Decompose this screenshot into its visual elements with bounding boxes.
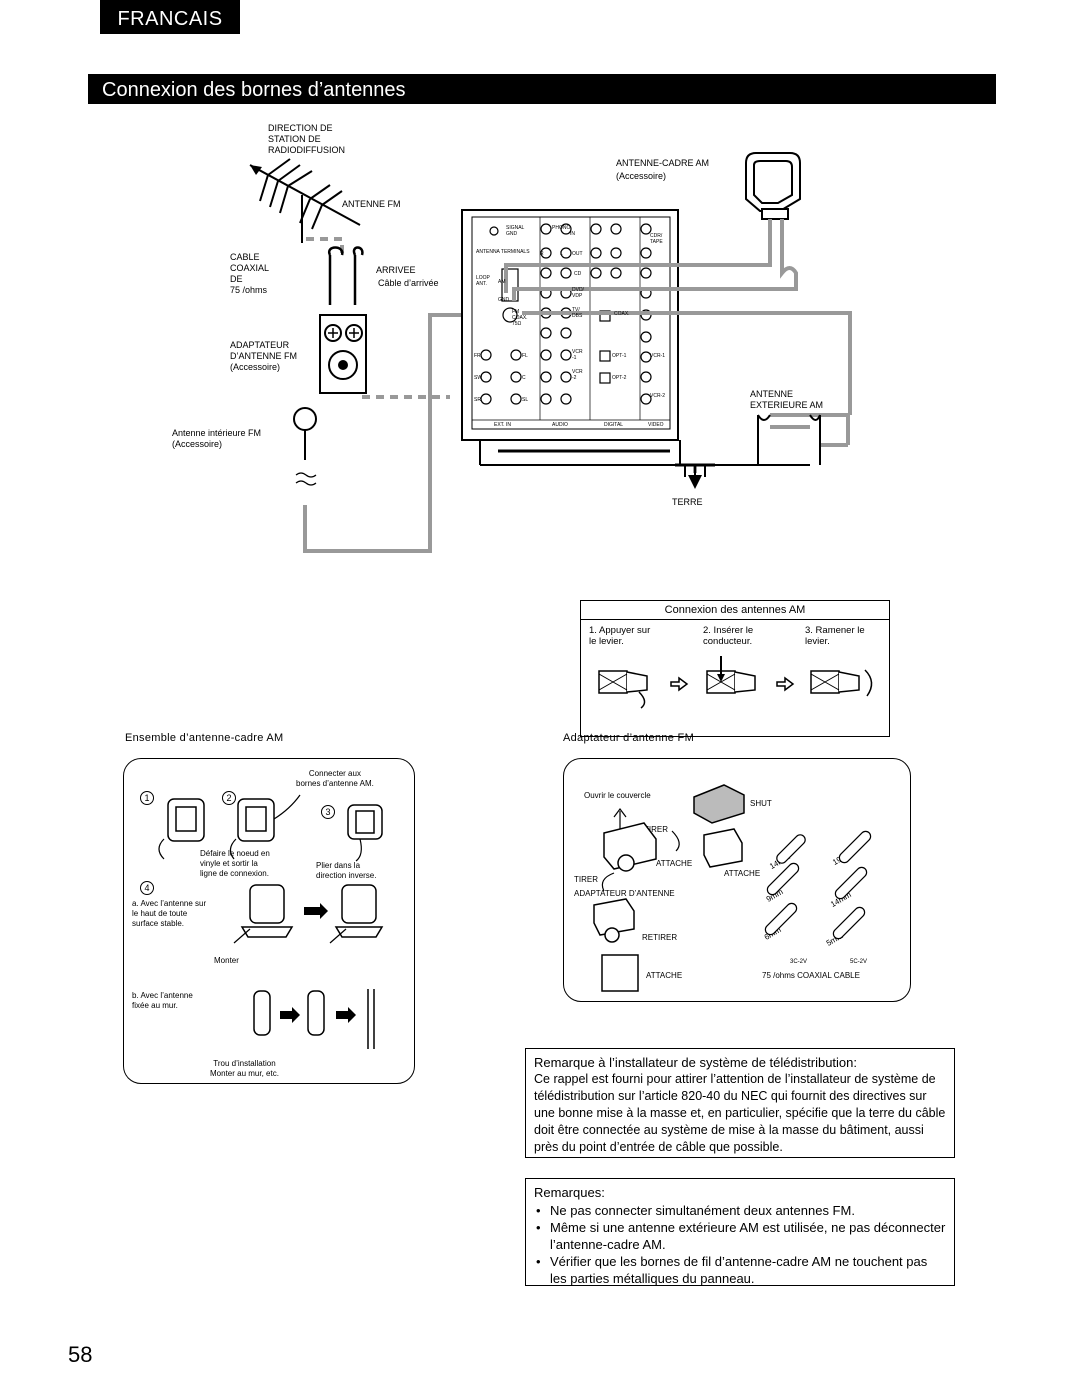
am-loop-assembly-caption: Ensemble d’antenne-cadre AM	[125, 732, 284, 744]
panel-gnd: GND	[498, 297, 510, 303]
panel-opt1: OPT-1	[612, 353, 627, 359]
ground-label: TERRE	[672, 497, 703, 507]
fm-antenna-icon	[249, 158, 361, 243]
attach-text-2: ATTACHE	[724, 869, 761, 878]
option-b-text: b. Avec l’antenne fixée au mur.	[132, 991, 193, 1010]
panel-sr: SR	[474, 397, 481, 403]
panel-audio: AUDIO	[552, 422, 568, 428]
attach-text: ATTACHE	[656, 859, 693, 868]
coaxial-cable-label: CABLE COAXIAL DE 75 /ohms	[230, 252, 270, 295]
mount-text: Monter	[214, 956, 239, 965]
panel-coax: COAX.	[614, 311, 630, 317]
remark-item: Ne pas connecter simultanément deux ante…	[534, 1202, 946, 1219]
am-step-2: 2. Insérer le conducteur.	[703, 625, 754, 647]
panel-tv-dbs: TV/ DBS	[572, 307, 583, 319]
language-tab: FRANCAIS	[100, 0, 240, 34]
installation-hole-text: Trou d’installation Monter au mur, etc.	[210, 1059, 279, 1078]
connect-terminals-text: Connecter aux bornes d’antenne AM.	[296, 769, 374, 788]
catv-note-body: Ce rappel est fourni pour attirer l’atte…	[534, 1072, 946, 1154]
option-a-text: a. Avec l’antenne sur le haut de toute s…	[132, 899, 207, 928]
am-step-1: 1. Appuyer sur le levier.	[589, 625, 651, 647]
panel-fl: FL	[522, 353, 528, 359]
step-number-4: 4	[140, 881, 154, 895]
panel-l: L	[560, 251, 563, 257]
fm-indoor-antenna-label: Antenne intérieure FM (Accessoire)	[172, 428, 262, 449]
am-loop-assembly-box: 1 2 3 4 Connecter aux bornes d’antenne A…	[123, 758, 415, 1084]
panel-r: R	[540, 251, 544, 257]
step-number-3: 3	[321, 805, 335, 819]
am-loop-label: ANTENNE-CADRE AM	[616, 158, 710, 168]
open-cover-text: Ouvrir le couvercle	[584, 791, 651, 800]
am-outdoor-antenna-label: ANTENNE EXTERIEURE AM	[750, 389, 824, 410]
panel-vcr2-video: VCR-2	[650, 393, 666, 399]
fm-adapter-caption: Adaptateur d’antenne FM	[563, 732, 695, 744]
incoming-cable-label: Câble d’arrivée	[378, 278, 439, 288]
panel-sw: SW	[474, 375, 483, 381]
antenna-adapter-text: ADAPTATEUR D’ANTENNE	[574, 889, 675, 898]
panel-am: AM	[498, 279, 506, 285]
panel-in: IN	[570, 231, 575, 237]
remove-text: RETIRER	[642, 933, 678, 942]
remark-item: Même si une antenne extérieure AM est ut…	[534, 1219, 946, 1253]
panel-dvd-vdp: DVD/ VDP	[572, 287, 584, 299]
am-loop-accessory: (Accessoire)	[616, 171, 667, 181]
step-number-2: 2	[222, 791, 236, 805]
panel-vcr1-video: VCR-1	[650, 353, 666, 359]
remarks-title: Remarques:	[534, 1185, 605, 1200]
cable-3c2v: 3C-2V	[790, 959, 808, 965]
panel-out: OUT	[572, 251, 583, 257]
panel-fr: FR	[474, 353, 481, 359]
direction-label: DIRECTION DE STATION DE RADIODIFFUSION	[268, 123, 346, 155]
catv-note-title: Remarque à l’installateur de système de …	[534, 1055, 858, 1070]
panel-video: VIDEO	[648, 422, 664, 428]
panel-ext-in: EXT. IN	[494, 422, 511, 428]
fm-adapter-box: Ouvrir le couvercle SHUT TIRER ATTACHE T…	[563, 758, 911, 1002]
pull-text-2: TIRER	[574, 875, 598, 884]
arrivee-label: ARRIVEE	[376, 265, 416, 275]
remarks-box: Remarques: Ne pas connecter simultanémen…	[525, 1178, 955, 1286]
fold-direction-text: Plier dans la direction inverse.	[316, 861, 377, 880]
panel-phono: PHONO	[552, 225, 571, 231]
attach-text-3: ATTACHE	[646, 971, 683, 980]
main-connection-diagram: DIRECTION DE STATION DE RADIODIFFUSION A…	[150, 115, 910, 555]
panel-opt2: OPT-2	[612, 375, 627, 381]
panel-cdr-tape: CDR/ TAPE	[650, 233, 663, 245]
panel-cd: CD	[574, 271, 582, 277]
coaxial-cable-text: 75 /ohms COAXIAL CABLE	[762, 971, 860, 980]
shut-text: SHUT	[750, 799, 772, 808]
section-title: Connexion des bornes d’antennes	[88, 74, 996, 104]
am-connection-box: Connexion des antennes AM 1. Appuyer sur…	[580, 600, 890, 737]
am-connection-title: Connexion des antennes AM	[581, 601, 889, 620]
pull-text: TIRER	[644, 825, 668, 834]
remarks-list: Ne pas connecter simultanément deux ante…	[534, 1202, 946, 1287]
panel-vcr1: VCR -1	[572, 349, 583, 361]
page-number: 58	[68, 1342, 93, 1367]
am-step-3: 3. Ramener le levier.	[805, 625, 865, 647]
panel-vcr2: VCR -2	[572, 369, 583, 381]
step-number-1: 1	[140, 791, 154, 805]
panel-sl: SL	[522, 397, 529, 403]
fm-antenna-label: ANTENNE FM	[342, 199, 401, 209]
panel-digital: DIGITAL	[604, 422, 624, 428]
panel-fm-coax: FM COAX. 75Ω	[512, 309, 528, 327]
catv-installer-note: Remarque à l’installateur de système de …	[525, 1048, 955, 1158]
remark-item: Vérifier que les bornes de fil d’antenne…	[534, 1253, 946, 1287]
cable-5c2v: 5C-2V	[850, 959, 868, 965]
panel-signal-gnd: SIGNAL GND	[506, 225, 525, 237]
panel-loop-ant: LOOP ANT.	[476, 275, 490, 287]
receiver-rear-panel: SIGNAL GND ANTENNA TERMINALS LOOP ANT. A…	[472, 217, 670, 429]
panel-antenna-terminals: ANTENNA TERMINALS	[476, 249, 530, 255]
fm-adapter-label: ADAPTATEUR D’ANTENNE FM (Accessoire)	[230, 340, 297, 372]
panel-c: C	[522, 375, 526, 381]
